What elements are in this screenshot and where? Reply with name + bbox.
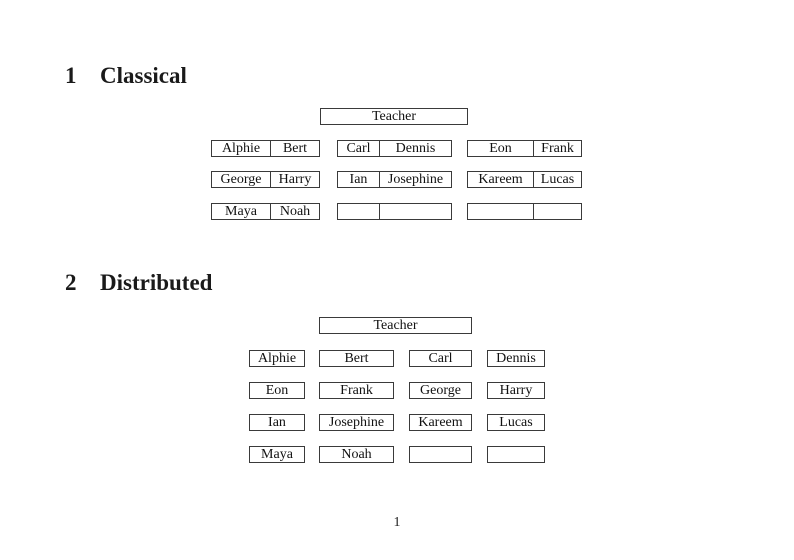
seat-cell: Ian xyxy=(349,171,368,187)
seat-box-empty xyxy=(409,446,472,463)
teacher-box: Teacher xyxy=(320,108,468,125)
desk-box: Ian Josephine xyxy=(337,171,452,188)
desk-box: George Harry xyxy=(211,171,320,188)
seat-cell: Noah xyxy=(270,204,319,219)
section-title: Distributed xyxy=(100,270,213,295)
seat-box: George xyxy=(409,382,472,399)
seat-box: Carl xyxy=(409,350,472,367)
teacher-box: Teacher xyxy=(319,317,472,334)
page-number: 1 xyxy=(393,515,401,530)
desk-box-empty xyxy=(467,203,582,220)
desk-box: Maya Noah xyxy=(211,203,320,220)
seat-box: Lucas xyxy=(487,414,545,431)
desk-box: Carl Dennis xyxy=(337,140,452,157)
seat-box: Josephine xyxy=(319,414,394,431)
seat-box: Alphie xyxy=(249,350,305,367)
seat-cell: Carl xyxy=(346,140,371,156)
seat-box: Frank xyxy=(319,382,394,399)
desk-box-empty xyxy=(337,203,452,220)
seat-cell: Dennis xyxy=(379,141,451,156)
seat-cell: George xyxy=(220,171,262,187)
desk-box: Eon Frank xyxy=(467,140,582,157)
seat-cell: Harry xyxy=(270,172,319,187)
desk-box: Alphie Bert xyxy=(211,140,320,157)
seat-cell: Eon xyxy=(489,140,512,156)
seat-box: Maya xyxy=(249,446,305,463)
section-heading-classical: 1 Classical xyxy=(65,64,187,87)
seat-box: Harry xyxy=(487,382,545,399)
seat-cell: Frank xyxy=(533,141,581,156)
seat-cell-empty xyxy=(468,204,533,219)
section-number: 1 xyxy=(65,63,77,88)
seat-cell-empty xyxy=(379,204,451,219)
seat-cell-empty xyxy=(533,204,581,219)
seat-cell-empty xyxy=(338,204,379,219)
desk-box: Kareem Lucas xyxy=(467,171,582,188)
seat-box: Kareem xyxy=(409,414,472,431)
section-number: 2 xyxy=(65,270,77,295)
seat-cell: Lucas xyxy=(533,172,581,187)
seat-box: Bert xyxy=(319,350,394,367)
section-title: Classical xyxy=(100,63,187,88)
seat-box: Eon xyxy=(249,382,305,399)
seat-box-empty xyxy=(487,446,545,463)
section-heading-distributed: 2 Distributed xyxy=(65,271,212,294)
seat-cell: Josephine xyxy=(379,172,451,187)
seat-box: Dennis xyxy=(487,350,545,367)
seat-cell: Bert xyxy=(270,141,319,156)
seat-cell: Kareem xyxy=(478,171,523,187)
seat-cell: Maya xyxy=(225,203,257,219)
seat-box: Noah xyxy=(319,446,394,463)
seat-cell: Alphie xyxy=(221,140,261,156)
seat-box: Ian xyxy=(249,414,305,431)
